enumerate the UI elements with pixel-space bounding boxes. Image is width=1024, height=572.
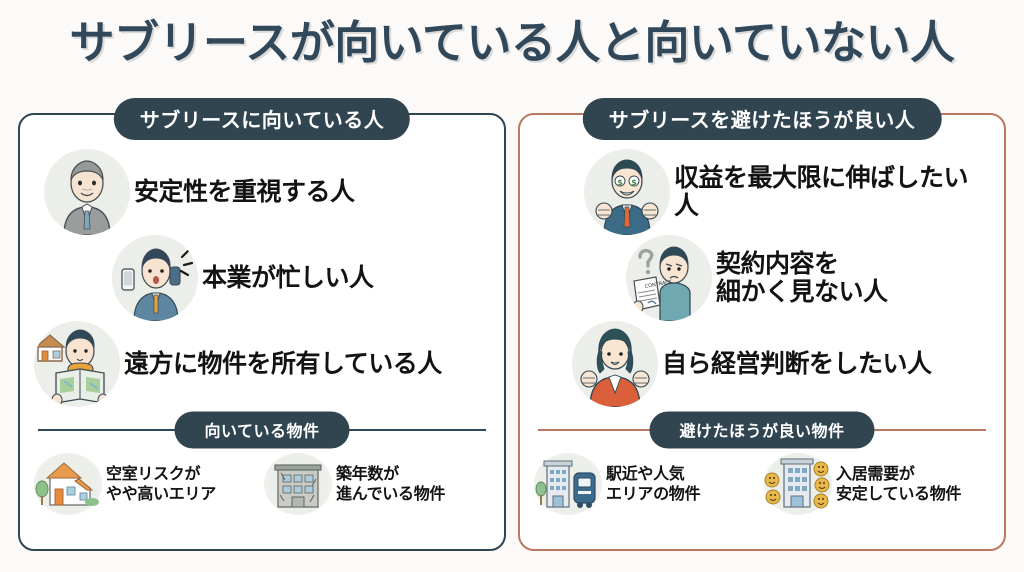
divider-line-right xyxy=(262,429,486,431)
avoid-property-divider: 避けたほうが良い物件 xyxy=(538,411,986,449)
panels-container: サブリースに向いている人 xyxy=(18,98,1006,551)
suited-person-list: 安定性を重視する人 xyxy=(20,115,504,407)
list-item-label: 本業が忙しい人 xyxy=(202,263,374,292)
list-item: CONTRACT 契約内容を 細かく見ない人 xyxy=(534,235,990,321)
list-item: 安定性を重視する人 xyxy=(34,149,490,235)
suited-property-heading: 向いている物件 xyxy=(174,411,350,449)
list-item: 自ら経営判断をしたい人 xyxy=(534,321,990,407)
list-item: 本業が忙しい人 xyxy=(34,235,490,321)
confident-businesswoman-avatar xyxy=(572,321,658,407)
list-item-label: 築年数が 進んでいる物件 xyxy=(336,464,446,503)
panel-avoid: サブリースを避けたほうが良い人 $ $ xyxy=(518,98,1006,551)
list-item-label: 収益を最大限に伸ばしたい人 xyxy=(674,163,969,220)
panel-avoid-heading: サブリースを避けたほうが良い人 xyxy=(582,98,942,140)
list-item-label: 駅近や人気 エリアの物件 xyxy=(606,464,701,503)
avoid-property-list: 駅近や人気 エリアの物件 xyxy=(520,447,1004,515)
money-eyes-businessman-avatar: $ $ xyxy=(584,149,670,235)
house-with-tree-icon xyxy=(34,453,102,515)
list-item: 空室リスクが やや高いエリア xyxy=(34,453,260,515)
list-item: 駅近や人気 エリアの物件 xyxy=(534,453,760,515)
avoid-person-list: $ $ 収益を最大限に伸ばしたい人 xyxy=(520,115,1004,407)
confused-man-contract-avatar: CONTRACT xyxy=(626,235,712,321)
svg-text:$: $ xyxy=(631,178,637,187)
man-with-map-house-avatar xyxy=(34,321,120,407)
list-item: 遠方に物件を所有している人 xyxy=(34,321,490,407)
old-apartment-building-icon xyxy=(264,453,332,515)
list-item-label: 契約内容を 細かく見ない人 xyxy=(716,249,888,306)
avoid-property-heading: 避けたほうが良い物件 xyxy=(649,411,875,449)
busy-businessman-phone-avatar xyxy=(112,235,198,321)
panel-suited: サブリースに向いている人 xyxy=(18,98,506,551)
list-item-label: 自ら経営判断をしたい人 xyxy=(662,349,932,378)
elderly-man-suit-avatar xyxy=(44,149,130,235)
list-item: $ $ 収益を最大限に伸ばしたい人 xyxy=(534,149,990,235)
list-item-label: 遠方に物件を所有している人 xyxy=(124,349,442,378)
list-item: 入居需要が 安定している物件 xyxy=(764,453,990,515)
suited-property-divider: 向いている物件 xyxy=(38,411,486,449)
page-title: サブリースが向いている人と向いていない人 xyxy=(69,16,955,69)
list-item-label: 安定性を重視する人 xyxy=(134,177,355,206)
building-with-train-icon xyxy=(534,453,602,515)
svg-text:$: $ xyxy=(617,178,623,187)
list-item: 築年数が 進んでいる物件 xyxy=(264,453,490,515)
list-item-label: 入居需要が 安定している物件 xyxy=(836,464,962,503)
divider-line-left xyxy=(38,429,262,431)
panel-suited-heading: サブリースに向いている人 xyxy=(113,98,411,140)
suited-property-list: 空室リスクが やや高いエリア xyxy=(20,447,504,515)
svg-text:CONTRACT: CONTRACT xyxy=(644,279,673,290)
list-item-label: 空室リスクが やや高いエリア xyxy=(106,464,216,503)
building-with-happy-faces-icon xyxy=(764,453,832,515)
